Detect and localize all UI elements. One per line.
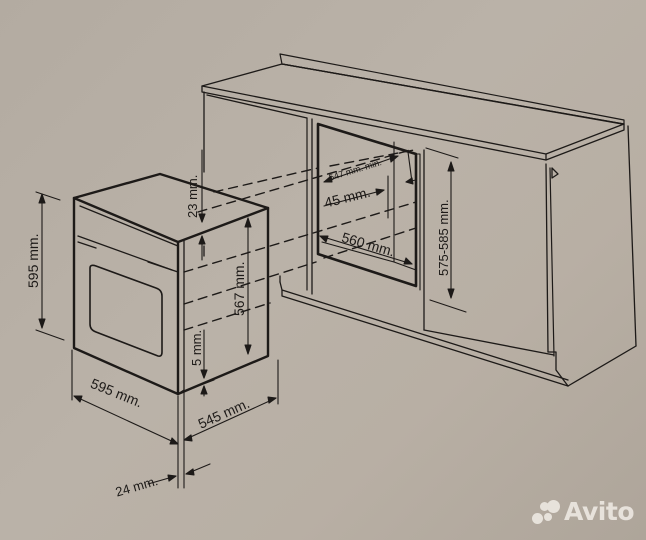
body-height-label: 567 mm. xyxy=(231,261,247,316)
oven-height-label: 595 mm. xyxy=(25,233,41,288)
projection-lines xyxy=(183,149,417,331)
dimension-lines xyxy=(35,147,467,489)
bottom-gap-label: 5 mm. xyxy=(189,329,204,366)
avito-watermark: Avito xyxy=(532,497,634,526)
top-gap-label: 23 mm. xyxy=(185,174,200,218)
oven-niche xyxy=(316,122,418,288)
avito-brand-text: Avito xyxy=(564,497,634,526)
avito-dots-logo-icon xyxy=(532,499,561,524)
oven-niche-inner xyxy=(321,141,421,291)
oven-details xyxy=(77,205,185,395)
niche-height-label: 575-585 mm. xyxy=(436,199,451,276)
kitchen-cabinet xyxy=(201,53,637,387)
